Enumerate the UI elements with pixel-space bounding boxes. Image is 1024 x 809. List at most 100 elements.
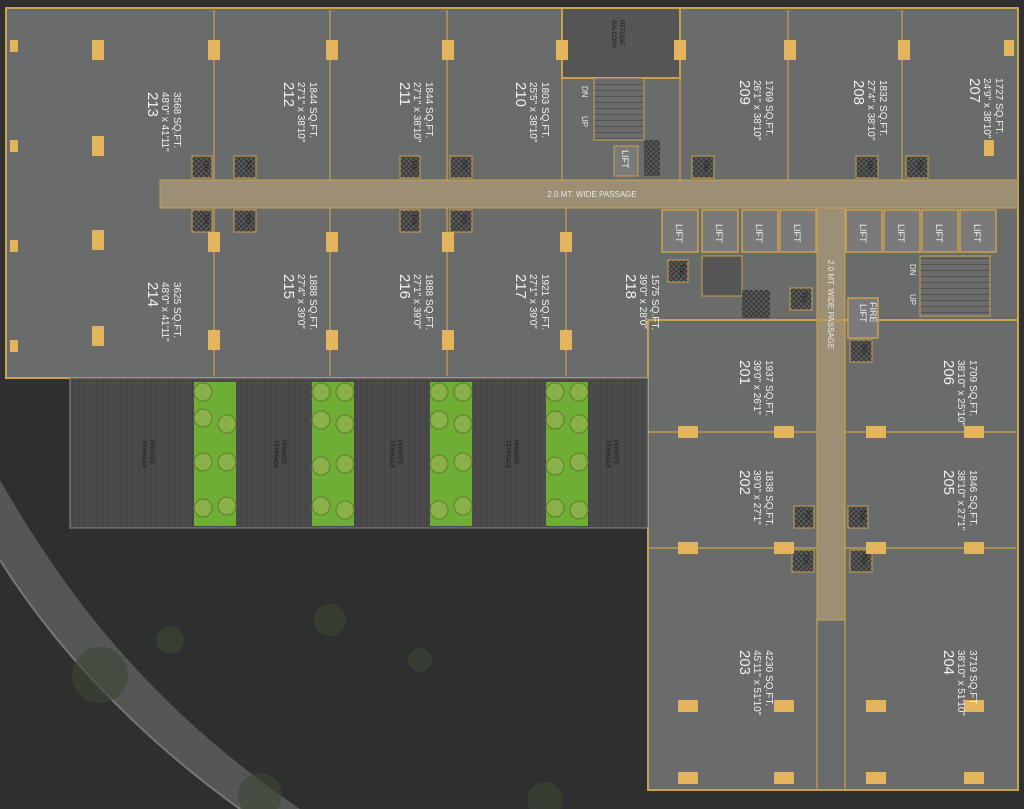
stair-east — [919, 255, 991, 317]
toilet-label-13: TOI. — [800, 292, 806, 304]
fire-lift — [847, 297, 879, 339]
unit-area: 1838 SQ.FT. — [763, 470, 774, 526]
unit-number: 217 — [512, 274, 529, 299]
terrace-1-label-a: PRIVATE — [148, 440, 154, 465]
lift-label-2: LIFT — [714, 224, 724, 243]
toilet-label-16: TOI. — [858, 510, 864, 522]
lift-label-6: LIFT — [896, 224, 906, 243]
lift-label-8: LIFT — [972, 224, 982, 243]
terrace-1-label-b: TERRACE — [140, 440, 146, 469]
toilet-blocks — [191, 155, 929, 573]
unit-number: 201 — [736, 360, 753, 385]
unit-number: 216 — [396, 274, 413, 299]
toilet-label-15: TOI. — [804, 510, 810, 522]
horizontal-passage-label: 2.0 MT. WIDE PASSAGE — [547, 190, 636, 199]
unit-number: 206 — [940, 360, 957, 385]
toilet-label-17: TOI. — [802, 554, 808, 566]
toilet-label-4: TOI. — [460, 160, 466, 172]
terrace-5-label-b: TERRACE — [604, 440, 610, 469]
stair-west-up: UP — [580, 116, 589, 127]
unit-number: 202 — [736, 470, 753, 495]
horizontal-passage — [159, 179, 1019, 209]
unit-dimensions: 38'10" x 27'1" — [955, 470, 966, 531]
lift-label-1: LIFT — [674, 224, 684, 243]
terrace-3-label-a: PRIVATE — [396, 440, 402, 465]
stair-west-dn: DN — [580, 86, 589, 98]
structural-columns — [10, 40, 1014, 784]
unit-dimensions: 38'10" x 25'10" — [955, 360, 966, 426]
unit-number: 213 — [144, 92, 161, 117]
unit-area: 1575 SQ.FT. — [649, 274, 660, 330]
unit-dimensions: 39'0" x 27'1" — [751, 470, 762, 525]
shaft-tiles-west — [644, 140, 660, 176]
terrace-4-label-a: PRIVATE — [512, 440, 518, 465]
toilet-label-2: TOI. — [244, 160, 250, 172]
lift-west-core — [613, 145, 639, 177]
unit-number: 203 — [736, 650, 753, 675]
refuge-label-1: REFUGE — [618, 20, 624, 45]
stair-east-dn: DN — [908, 264, 917, 276]
unit-area: 3568 SQ.FT. — [171, 92, 182, 148]
unit-area: 1888 SQ.FT. — [307, 274, 318, 330]
unit-number: 204 — [940, 650, 957, 675]
lift-label-4: LIFT — [792, 224, 802, 243]
unit-area: 1937 SQ.FT. — [763, 360, 774, 416]
toilet-label-8: TOI. — [202, 214, 208, 226]
unit-area: 1832 SQ.FT. — [877, 80, 888, 136]
unit-area: 1921 SQ.FT. — [539, 274, 550, 330]
unit-area: 3719 SQ.FT. — [967, 650, 978, 706]
lift-label-3: LIFT — [754, 224, 764, 243]
unit-dimensions: 27'1" x 38'10" — [411, 82, 422, 143]
lift-bank — [661, 209, 997, 253]
unit-dimensions: 48'0" x 41'11" — [159, 282, 170, 342]
unit-dimensions: 27'1" x 38'10" — [295, 82, 306, 143]
toilet-label-5: TOI. — [702, 160, 708, 172]
terrace-4-label-b: TERRACE — [504, 440, 510, 469]
toilet-label-12: TOI. — [678, 264, 684, 276]
unit-number: 211 — [396, 82, 413, 106]
unit-dimensions: 27'4" x 39'0" — [295, 274, 306, 329]
toilet-label-18: TOI. — [860, 554, 866, 566]
unit-dimensions: 38'10" x 51'10" — [955, 650, 966, 716]
toilet-label-11: TOI. — [460, 214, 466, 226]
stair-west — [593, 77, 645, 141]
toilet-label-3: TOI. — [410, 160, 416, 172]
toilet-label-14: TOI. — [860, 344, 866, 356]
unit-number: 208 — [850, 80, 867, 105]
vertical-passage-label: 2.0 MT. WIDE PASSAGE — [826, 260, 835, 349]
unit-number: 215 — [280, 274, 297, 299]
unit-area: 1846 SQ.FT. — [967, 470, 978, 526]
unit-area: 3625 SQ.FT. — [171, 282, 182, 338]
unit-number: 207 — [966, 78, 983, 103]
lift-label-7: LIFT — [934, 224, 944, 243]
terrace-2-label-a: PRIVATE — [280, 440, 286, 465]
shaft-tiles-east — [742, 290, 770, 318]
unit-area: 1769 SQ.FT. — [763, 80, 774, 136]
unit-area: 1888 SQ.FT. — [423, 274, 434, 330]
terrace-edge — [69, 377, 649, 529]
toilet-label-9: TOI. — [244, 214, 250, 226]
unit-number: 218 — [622, 274, 639, 299]
landscape-trees — [72, 604, 563, 809]
unit-area: 1844 SQ.FT. — [423, 82, 434, 138]
unit-dimensions: 48'0" x 41'11" — [159, 92, 170, 152]
unit-dimensions: 25'5" x 38'10" — [527, 82, 538, 143]
fire-lift-label-2: LIFT — [858, 304, 868, 323]
lift-west-label: LIFT — [620, 150, 630, 169]
unit-dimensions: 26'1" x 38'10" — [751, 80, 762, 141]
lift-label-5: LIFT — [858, 224, 868, 243]
